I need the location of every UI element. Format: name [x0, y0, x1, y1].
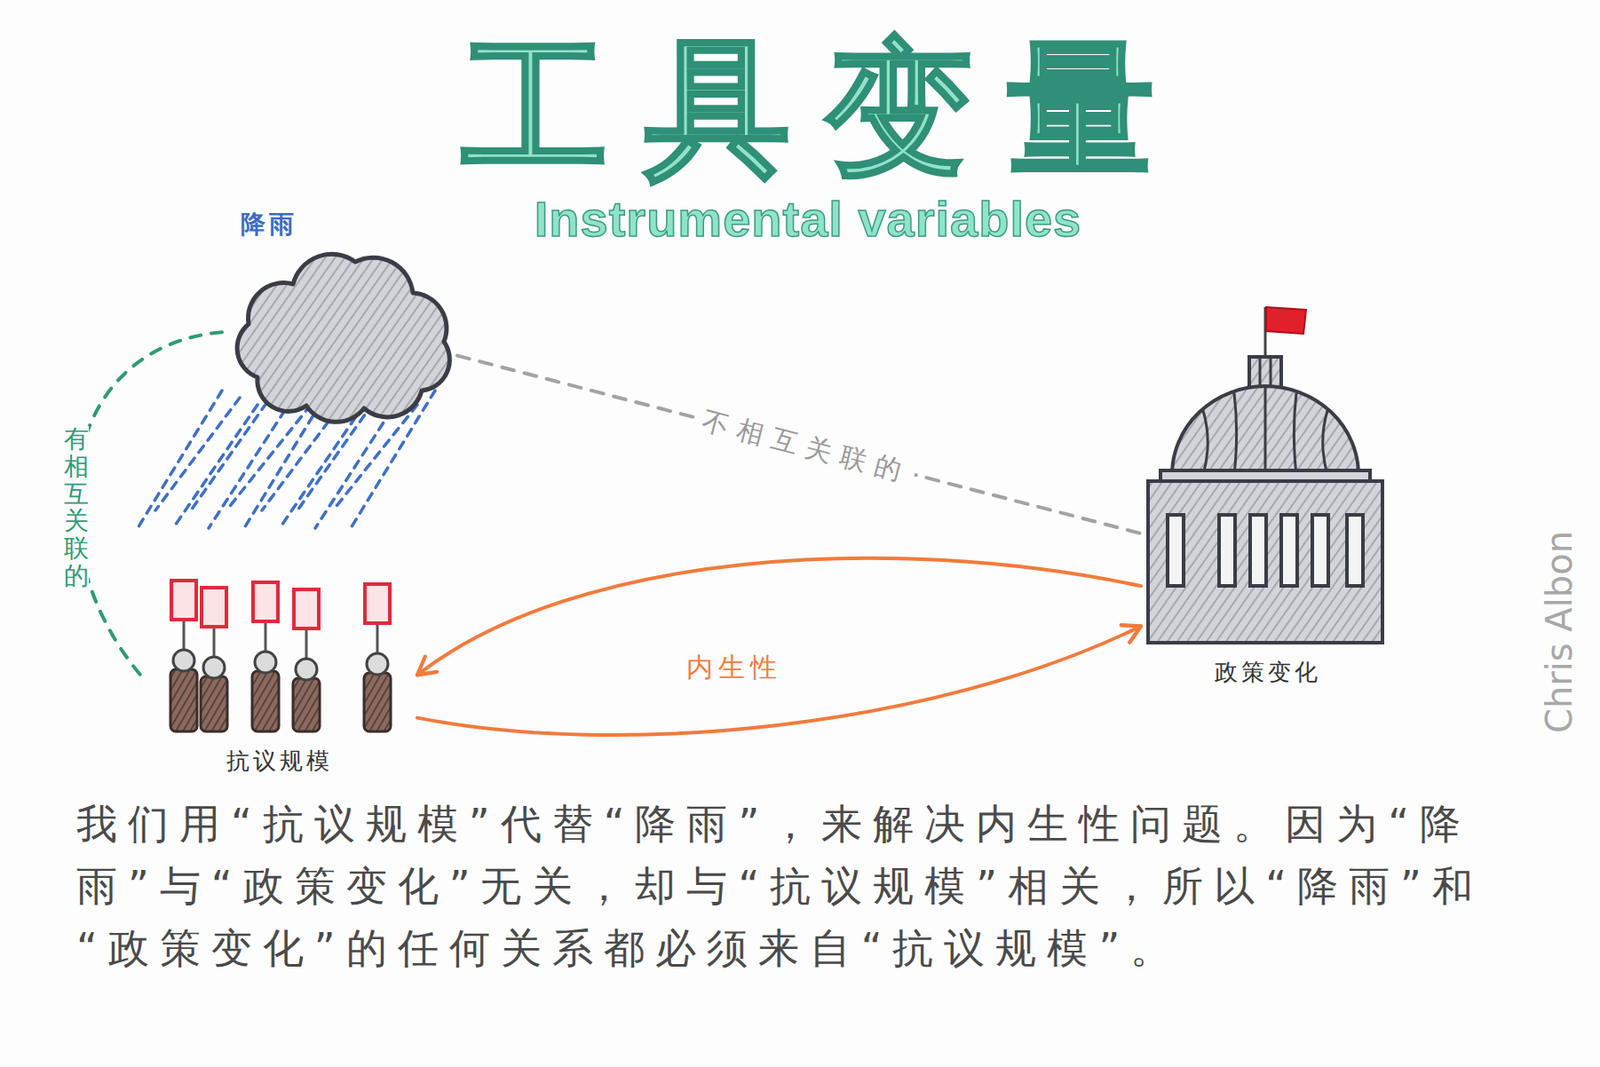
dome-rib [1234, 393, 1237, 476]
rain-drop [279, 404, 365, 529]
edge-label: 不相互关联的 [694, 403, 919, 491]
red-flag [1266, 307, 1307, 334]
rain-drop [208, 397, 294, 529]
node-label: 政策变化 [1211, 657, 1324, 688]
edge-label: 有相互关联的 [63, 426, 89, 591]
government-building: 政策变化 [1140, 301, 1395, 689]
author-watermark: Chris Albon [1539, 530, 1579, 734]
protester-head [366, 653, 389, 675]
dome-rib [1264, 388, 1268, 476]
dome-rib [1293, 393, 1297, 476]
protest-sign [253, 582, 278, 622]
rain-drop [173, 404, 258, 529]
protester-head [295, 658, 317, 681]
cupola-column [1269, 358, 1273, 388]
rain-drop [137, 390, 222, 529]
node-label: 降雨 [237, 208, 301, 240]
edge-label: 内生性 [681, 651, 788, 684]
cupola [1249, 356, 1282, 389]
connector [417, 625, 1141, 736]
protest-sign [293, 589, 319, 629]
rain-cloud-shape [221, 208, 458, 422]
cloud-shape [237, 253, 450, 422]
window [1312, 514, 1329, 587]
window [1281, 514, 1298, 587]
dome [1172, 386, 1359, 476]
protest-sign [171, 580, 197, 620]
title: 工具变量 [426, 24, 1190, 194]
cupola-column [1259, 358, 1262, 388]
protester-body [170, 669, 198, 732]
dome-rib [1322, 410, 1328, 476]
caption: 我们用“抗议规模”代替“降雨”，来解决内生性问题。因为“降雨”与“政策变化”无关… [76, 792, 1542, 980]
rain-drop [226, 404, 311, 511]
dome-rib [1203, 410, 1208, 476]
protester-body [364, 673, 391, 732]
window [1167, 514, 1184, 587]
connector [457, 356, 1141, 534]
protester-head [254, 651, 277, 674]
protest-crowd: 抗议规模 [142, 577, 418, 777]
building-body [1148, 481, 1383, 643]
window [1346, 514, 1363, 587]
protester-body [293, 678, 320, 732]
government-building-shape [1140, 301, 1395, 689]
window [1250, 514, 1267, 587]
window [1219, 514, 1236, 587]
subtitle: Instrumental variables [534, 191, 1082, 247]
protester-head [203, 657, 225, 679]
protest-sign [364, 584, 390, 624]
protester-body [252, 671, 279, 732]
protester-body [200, 676, 228, 732]
node-label: 抗议规模 [223, 746, 336, 777]
protester-head [173, 649, 195, 672]
protest-sign [201, 587, 227, 627]
rain-cloud: 降雨 [221, 208, 458, 422]
